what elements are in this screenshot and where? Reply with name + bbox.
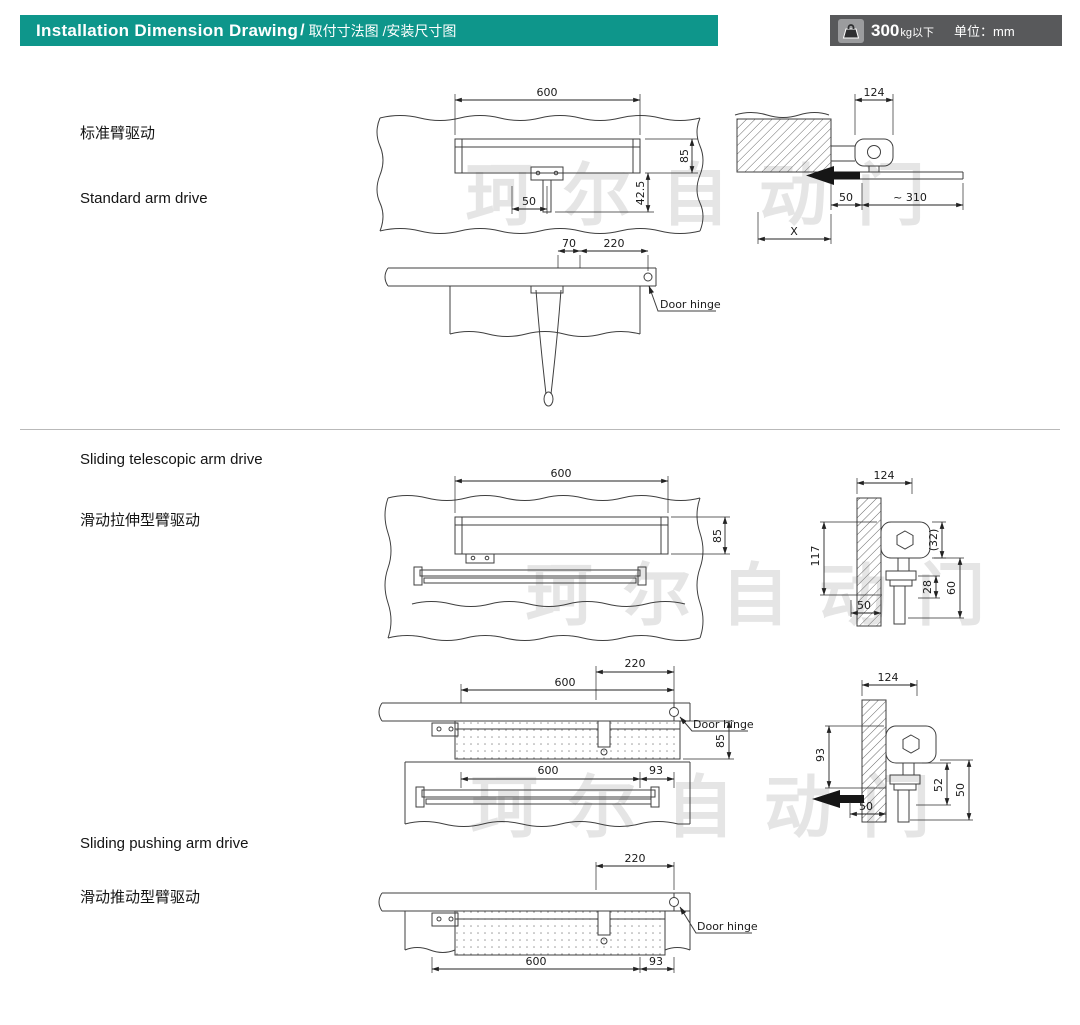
watermark-text: 珂尔自动门 [465,158,956,234]
s1-dim-50: 50 [522,195,536,208]
s2-dim-50: 50 [857,599,871,612]
section-divider [20,429,1060,430]
s1-dim-70: 70 [562,237,576,250]
s2-dim-220: 220 [625,657,646,670]
unit-label: 单位：mm [954,24,1015,39]
s2-dim-28: 28 [921,580,934,594]
page-title-cn: 取付寸法图 /安装尺寸图 [308,22,457,39]
section3-label-cn: 滑动推动型臂驱动 [80,889,201,906]
page-title-en: Installation Dimension Drawing [36,20,299,40]
s1-dim-42-5: 42.5 [634,181,647,206]
s2b-dim-124: 124 [878,671,899,684]
s1-dim-85: 85 [678,149,691,163]
s2-dim-117: 117 [809,546,822,567]
s1-dim-50b: 50 [839,191,853,204]
title-separator: / [300,21,305,39]
section2-label-en: Sliding telescopic arm drive [80,451,263,468]
s2-dim-60: 60 [945,581,958,595]
s2-dim-85: 85 [711,529,724,543]
s2b-dim-52: 52 [932,778,945,792]
weight-icon [838,18,864,43]
section1-label-cn: 标准臂驱动 [80,125,156,142]
section3-label-en: Sliding pushing arm drive [80,835,249,852]
s2-front-view: 600 85 [384,467,730,641]
s1-dim-310: ~ 310 [893,191,927,204]
s1-dim-x: X [790,225,798,238]
s2-dim-32: (32) [927,529,940,552]
door-hinge-label: Door hinge [693,718,754,731]
s1-dim-220: 220 [604,237,625,250]
s3-dim-220: 220 [625,852,646,865]
s3-plan-view: 220 Door hinge 600 93 [378,852,758,973]
watermark-text: 珂尔自动门 [470,770,961,846]
header-title-bar: Installation Dimension Drawing / 取付寸法图 /… [20,15,718,46]
s1-plan-view: 70 220 Door hinge [384,237,721,407]
s2-dim-600c: 600 [538,764,559,777]
s2b-dim-93: 93 [814,748,827,762]
door-hinge-label: Door hinge [697,920,758,933]
s2b-dim-50b: 50 [859,800,873,813]
s2b-dim-50: 50 [954,783,967,797]
s2-dim-600b: 600 [555,676,576,689]
s1-dim-124: 124 [864,86,885,99]
s2-side2-view: 124 93 52 50 50 [812,671,973,823]
max-weight-value: 300 [871,20,900,40]
s3-dim-600: 600 [526,955,547,968]
s1-dim-600: 600 [537,86,558,99]
s2-side1-view: 124 117 (32) 28 60 50 [809,469,964,627]
s2-dim-124: 124 [874,469,895,482]
s2-plan-view: 220 600 Door hinge 85 600 93 [378,657,754,827]
max-weight-unit: kg以下 [900,27,934,39]
s2-dim-600: 600 [551,467,572,480]
s1-side-view: 124 50 ~ 310 X [734,86,964,244]
section2-label-cn: 滑动拉伸型臂驱动 [80,512,201,529]
s1-front-view: 600 85 42.5 50 [376,86,704,234]
s2-dim-85b: 85 [714,734,727,748]
header-spec-bar: 300 kg以下 单位：mm [830,15,1062,46]
door-hinge-label: Door hinge [660,298,721,311]
s3-dim-93: 93 [649,955,663,968]
section1-label-en: Standard arm drive [80,190,208,207]
s2-dim-93: 93 [649,764,663,777]
